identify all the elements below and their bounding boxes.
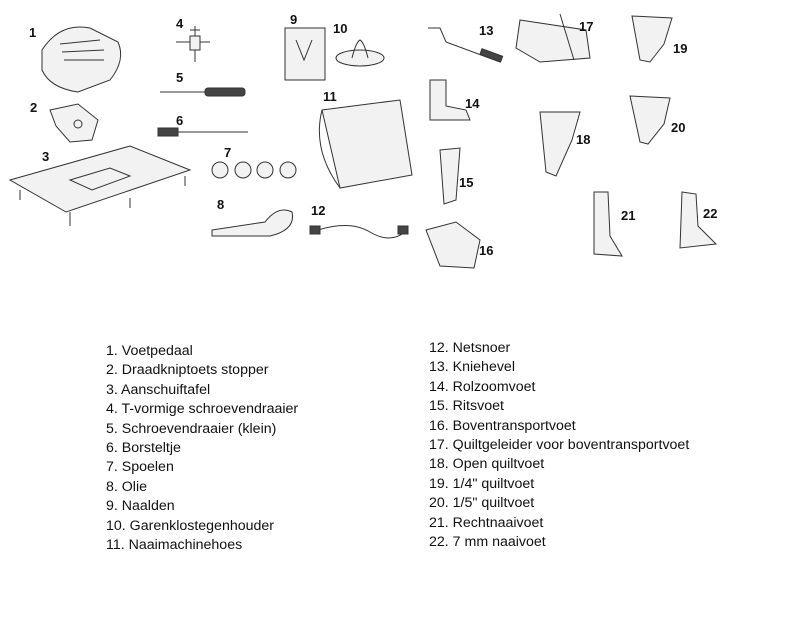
- callout-3: 3: [42, 149, 50, 164]
- callout-4: 4: [176, 16, 184, 31]
- callout-11: 11: [323, 89, 337, 104]
- callout-21: 21: [621, 208, 636, 223]
- extension-table-image: [8, 145, 192, 226]
- callout-15: 15: [459, 175, 474, 190]
- list-item: 16. Boventransportvoet: [429, 417, 576, 434]
- list-item: 1. Voetpedaal: [106, 343, 193, 359]
- list-item: 6. Borsteltje: [106, 440, 181, 457]
- foot-pedal-image: [41, 26, 122, 93]
- bobbins-image: [211, 161, 297, 179]
- list-item: 17. Quiltgeleider voor boventransportvoe…: [429, 437, 690, 454]
- list-item: 14. Rolzoomvoet: [429, 378, 536, 395]
- oil-image: [211, 209, 294, 237]
- callout-5: 5: [176, 70, 184, 85]
- callout-22: 22: [703, 206, 718, 221]
- callout-9: 9: [290, 12, 298, 27]
- list-item: 12. Netsnoer: [429, 340, 511, 356]
- callout-1: 1: [29, 25, 37, 40]
- list-item: 22. 7 mm naaivoet: [429, 534, 546, 551]
- power-cord-image: [309, 225, 409, 239]
- list-item: 20. 1/5" quiltvoet: [429, 495, 535, 512]
- list-item: 4. T-vormige schroevendraaier: [106, 401, 299, 418]
- callout-7: 7: [224, 145, 232, 160]
- spool-cap-image: [335, 39, 385, 67]
- callout-8: 8: [217, 197, 225, 212]
- callout-18: 18: [576, 132, 591, 147]
- small-screwdriver-image: [160, 87, 246, 97]
- list-item: 18. Open quiltvoet: [429, 456, 545, 473]
- thread-cutter-stopper-image: [49, 103, 99, 143]
- list-item: 8. Olie: [106, 478, 148, 495]
- callout-10: 10: [333, 21, 348, 36]
- list-item: 9. Naalden: [106, 498, 175, 515]
- list-item: 3. Aanschuiftafel: [106, 381, 211, 398]
- callout-14: 14: [465, 96, 480, 111]
- t-screwdriver-image: [176, 26, 210, 62]
- list-item: 11. Naaimachinehoes: [106, 537, 243, 554]
- accessory-list-left: 1. Voetpedaal 2. Draadkniptoets stopper …: [106, 342, 298, 555]
- callout-13: 13: [479, 23, 494, 38]
- callout-19: 19: [673, 41, 688, 56]
- list-item: 19. 1/4" quiltvoet: [429, 475, 535, 492]
- list-item: 5. Schroevendraaier (klein): [106, 420, 277, 437]
- accessories-illustration: [8, 13, 718, 269]
- list-item: 21. Rechtnaaivoet: [429, 514, 544, 531]
- list-item: 2. Draadkniptoets stopper: [106, 362, 269, 379]
- callout-20: 20: [671, 120, 686, 135]
- callout-6: 6: [176, 113, 184, 128]
- list-item: 13. Kniehevel: [429, 359, 515, 376]
- accessory-list-right: 12. Netsnoer 13. Kniehevel 14. Rolzoomvo…: [429, 339, 689, 552]
- callout-2: 2: [30, 100, 38, 115]
- callout-16: 16: [479, 243, 494, 258]
- list-item: 15. Ritsvoet: [429, 398, 504, 415]
- callout-17: 17: [579, 19, 594, 34]
- brush-image: [157, 127, 248, 137]
- foot-images: [425, 13, 718, 269]
- needles-image: [284, 27, 326, 81]
- cover-image: [318, 99, 413, 189]
- knee-lifter-image: [428, 27, 504, 63]
- list-item: 7. Spoelen: [106, 459, 174, 476]
- callout-12: 12: [311, 203, 326, 218]
- list-item: 10. Garenklostegenhouder: [106, 517, 275, 534]
